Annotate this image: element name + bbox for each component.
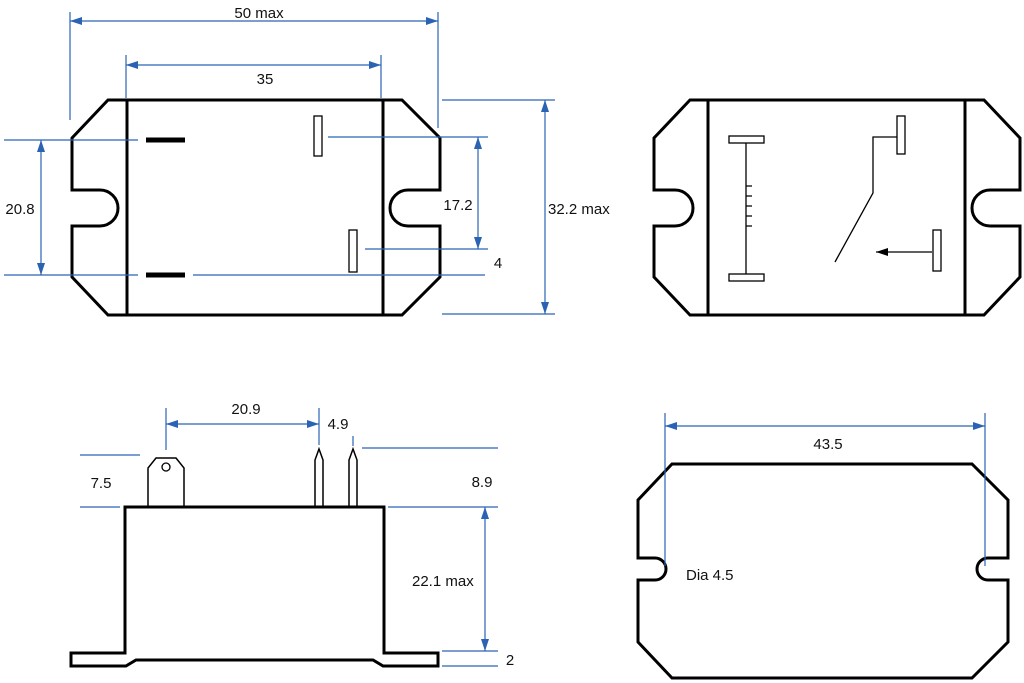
- relay-body: [69, 505, 440, 668]
- terminal-offset-label: 20.9: [231, 401, 260, 418]
- mounting-spacing-label: 43.5: [813, 436, 842, 453]
- flange-thickness-label: 2: [506, 652, 514, 669]
- schematic-view: [652, 98, 1022, 317]
- pin-spacing-label: 17.2: [443, 197, 472, 214]
- top-view: 50 max 35 20.8 17.2 4 32.2 max: [4, 5, 610, 317]
- terminal-pitch-label: 4.9: [328, 416, 349, 433]
- terminal-tab: [147, 457, 185, 507]
- bottom-view-outline: [636, 462, 1010, 680]
- contact-pin-bottom: [348, 229, 358, 273]
- terminal-height-left-label: 7.5: [91, 475, 112, 492]
- terminal-hole: [161, 462, 171, 472]
- side-view: 20.9 4.9 7.5 8.9 22.1 max 2: [69, 401, 514, 669]
- contact-pin-top: [313, 115, 323, 157]
- slot-spacing-label: 35: [257, 71, 274, 88]
- fixed-contact-symbol: [932, 229, 942, 272]
- hole-diameter-label: Dia 4.5: [686, 567, 734, 584]
- terminal-pin-left: [314, 446, 324, 507]
- overall-width-label: 50 max: [234, 5, 284, 22]
- pin-row-spacing-label: 20.8: [5, 201, 34, 218]
- overall-depth-label: 32.2 max: [548, 201, 610, 218]
- switch-contact-symbol: [834, 115, 906, 263]
- coil-symbol: [728, 135, 765, 282]
- bottom-view: 43.5 Dia 4.5: [636, 413, 1010, 680]
- terminal-height-right-label: 8.9: [472, 474, 493, 491]
- top-view-outline: [70, 98, 442, 317]
- terminal-pin-right: [348, 446, 358, 507]
- pin-width-label: 4: [494, 255, 502, 272]
- body-height-label: 22.1 max: [412, 573, 474, 590]
